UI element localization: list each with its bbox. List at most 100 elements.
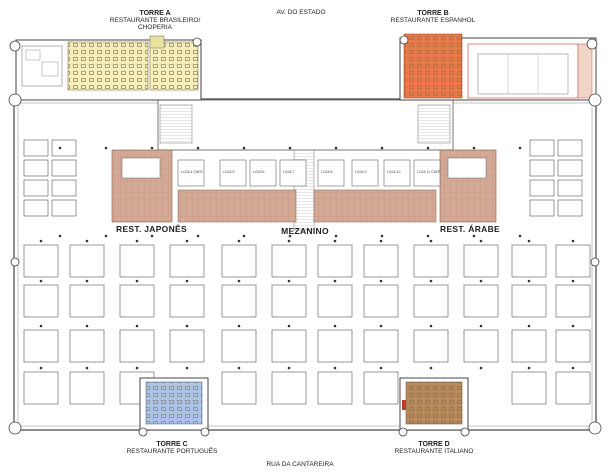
shop-unit [249, 159, 277, 187]
tower-c-name: TORRE C [156, 441, 188, 448]
stall [317, 284, 353, 318]
column-dot [85, 366, 89, 370]
shop-label: LOJA 7 [283, 170, 295, 174]
rest-arabe-area [313, 149, 497, 223]
column-dot [39, 324, 43, 328]
stall [23, 284, 59, 318]
stall [317, 244, 353, 278]
tower-d-line-1: RESTAURANTE ITALIANO [394, 448, 474, 455]
column-dot [39, 279, 43, 283]
stall [557, 139, 583, 157]
tower-a [15, 35, 202, 101]
column-dot [379, 279, 383, 283]
stall [23, 159, 49, 177]
stall [529, 159, 555, 177]
column-dot [150, 146, 154, 150]
stall [23, 139, 49, 157]
tower-b [399, 33, 597, 101]
shop-unit [279, 159, 307, 187]
column-dot [237, 324, 241, 328]
column-dot [237, 366, 241, 370]
column-dot [472, 234, 476, 238]
column-dot [333, 324, 337, 328]
shop-label: LOJA 4 CAFÉ [181, 170, 203, 174]
stall [221, 284, 257, 318]
column-dot [185, 239, 189, 243]
column-dot [334, 146, 338, 150]
column-dot [380, 234, 384, 238]
column-dot [196, 234, 200, 238]
shop-label: LOJA 9 [355, 170, 367, 174]
column-dot [237, 279, 241, 283]
stall [463, 329, 499, 363]
market-stalls [23, 139, 591, 405]
street-top-label: AV. DO ESTADO [276, 9, 326, 16]
tower-d [398, 377, 470, 437]
column-dot [527, 324, 531, 328]
column-dot [85, 324, 89, 328]
column-dot [379, 239, 383, 243]
stall [413, 329, 449, 363]
column-dot [518, 146, 522, 150]
stall [555, 329, 591, 363]
stall [363, 244, 399, 278]
column-dot [333, 239, 337, 243]
column-dot [479, 366, 483, 370]
column-dot [334, 234, 338, 238]
stall [463, 284, 499, 318]
tower-d-name: TORRE D [418, 441, 450, 448]
column-dot [479, 279, 483, 283]
stall [363, 284, 399, 318]
stall [169, 329, 205, 363]
column-dot [479, 324, 483, 328]
column-dot [185, 366, 189, 370]
column-dot [135, 366, 139, 370]
stall [317, 371, 353, 405]
mezzanine-label: MEZANINO [281, 226, 329, 236]
rest-arabe-label: REST. ÁRABE [440, 224, 500, 234]
column-dot [135, 239, 139, 243]
shop-label: LOJA 11 CAFÉ [417, 170, 441, 174]
stall [555, 284, 591, 318]
stall [51, 139, 77, 157]
stall [119, 244, 155, 278]
column-dot [571, 279, 575, 283]
column-dot [287, 366, 291, 370]
stall [557, 179, 583, 197]
stall [69, 329, 105, 363]
mezzanine-shops [177, 159, 441, 187]
tower-a-line-2: CHOPERIA [138, 24, 172, 31]
column-dot [288, 146, 292, 150]
rest-japones-area [111, 149, 297, 223]
column-dot [527, 366, 531, 370]
column-dot [429, 239, 433, 243]
shop-label: LOJA 10 [387, 170, 401, 174]
stall [557, 159, 583, 177]
stair-a [159, 104, 193, 144]
tower-c-line-1: RESTAURANTE PORTUGUÊS [126, 448, 218, 455]
stall [413, 284, 449, 318]
stall [23, 244, 59, 278]
stall [317, 329, 353, 363]
column-dot [527, 239, 531, 243]
column-dot [429, 279, 433, 283]
column-dot [333, 366, 337, 370]
column-dot [527, 279, 531, 283]
stall [23, 199, 49, 217]
stall [69, 244, 105, 278]
shop-unit [413, 159, 441, 187]
stall [221, 371, 257, 405]
shop-unit [383, 159, 411, 187]
stall [51, 179, 77, 197]
column-dot [196, 146, 200, 150]
stall [169, 244, 205, 278]
stall [529, 139, 555, 157]
tower-b-name: TORRE B [417, 10, 449, 17]
stall [271, 329, 307, 363]
column-dot [85, 239, 89, 243]
column-dot [287, 279, 291, 283]
shop-label: LOJA 8 [321, 170, 333, 174]
tower-a-name: TORRE A [139, 10, 171, 17]
stall [221, 244, 257, 278]
